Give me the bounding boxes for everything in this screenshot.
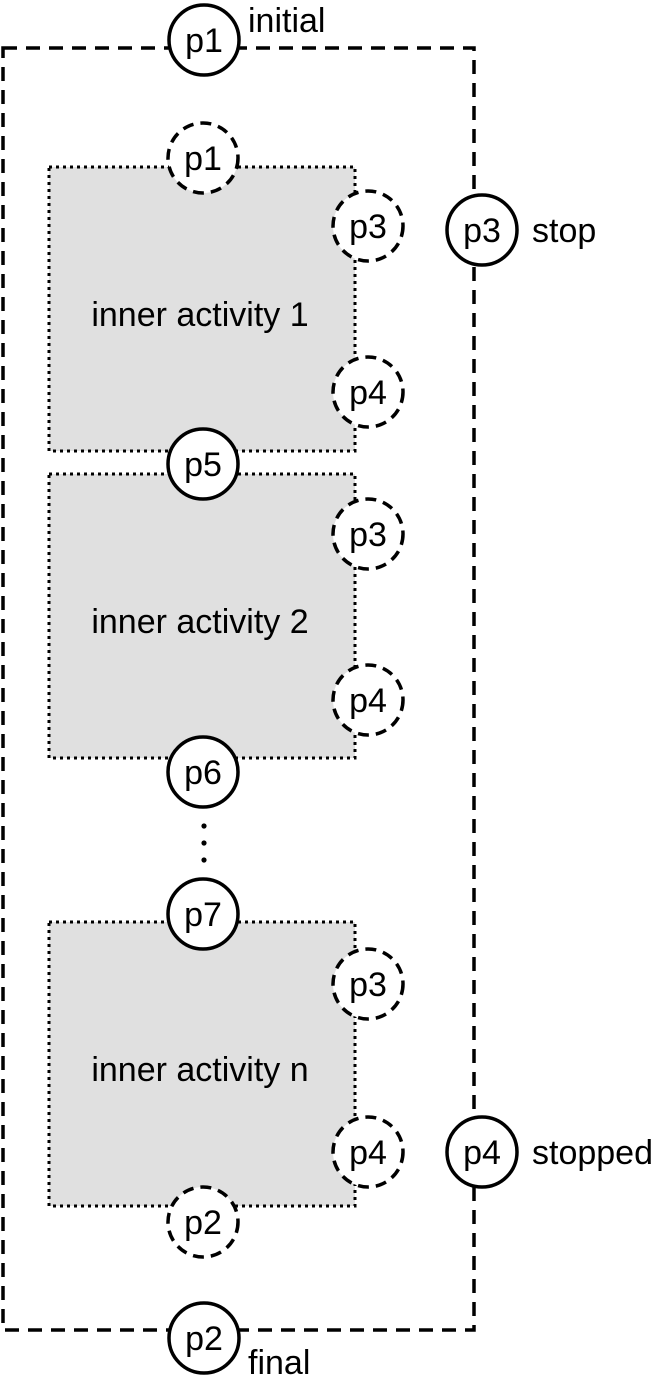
inner-activity-1-label: inner activity 1 xyxy=(91,296,308,334)
outer-final-place: p2 xyxy=(167,1301,241,1375)
outer-stop-place-label: p3 xyxy=(463,212,501,250)
inner-1-right-bottom-place: p4 xyxy=(331,355,405,429)
inner-1-2-connecting-place: p5 xyxy=(166,427,240,501)
outer-initial-place-label: p1 xyxy=(185,22,223,60)
inner-1-top-place: p1 xyxy=(166,121,240,195)
inner-1-right-bottom-place-label: p4 xyxy=(349,374,387,412)
inner-n-right-bottom-place: p4 xyxy=(331,1115,405,1189)
inner-2-right-bottom-place-label: p4 xyxy=(349,682,387,720)
inner-activity-n-label: inner activity n xyxy=(91,1051,308,1089)
outer-stopped-place: p4 xyxy=(445,1115,519,1189)
inner-activity-2-label: inner activity 2 xyxy=(91,603,308,641)
inner-n-right-top-place-label: p3 xyxy=(349,966,387,1004)
outer-stop-place: p3 xyxy=(445,193,519,267)
inner-n-bottom-place-label: p2 xyxy=(184,1204,222,1242)
final-label: final xyxy=(248,1344,310,1379)
inner-n-right-bottom-place-label: p4 xyxy=(349,1134,387,1172)
outer-final-place-label: p2 xyxy=(185,1320,223,1358)
inner-n-right-top-place: p3 xyxy=(331,947,405,1021)
inner-n-top-place-label: p7 xyxy=(184,896,222,934)
outer-stopped-place-label: p4 xyxy=(463,1134,501,1172)
inner-activity-2-box xyxy=(47,472,357,760)
inner-1-top-place-label: p1 xyxy=(184,140,222,178)
initial-label: initial xyxy=(248,2,325,40)
stop-label: stop xyxy=(532,212,596,250)
inner-n-bottom-place: p2 xyxy=(166,1185,240,1259)
inner-2-right-top-place: p3 xyxy=(331,497,405,571)
inner-2-right-top-place-label: p3 xyxy=(349,516,387,554)
stopped-label: stopped xyxy=(532,1134,653,1172)
inner-1-2-connecting-place-label: p5 xyxy=(184,446,222,484)
inner-2-bottom-place-label: p6 xyxy=(184,754,222,792)
outer-initial-place: p1 xyxy=(167,3,241,77)
inner-activity-n-box xyxy=(47,920,357,1208)
inner-1-right-top-place: p3 xyxy=(331,189,405,263)
inner-2-bottom-place: p6 xyxy=(166,735,240,809)
ellipsis xyxy=(201,823,207,863)
inner-n-top-place: p7 xyxy=(166,877,240,951)
inner-1-right-top-place-label: p3 xyxy=(349,208,387,246)
inner-2-right-bottom-place: p4 xyxy=(331,663,405,737)
